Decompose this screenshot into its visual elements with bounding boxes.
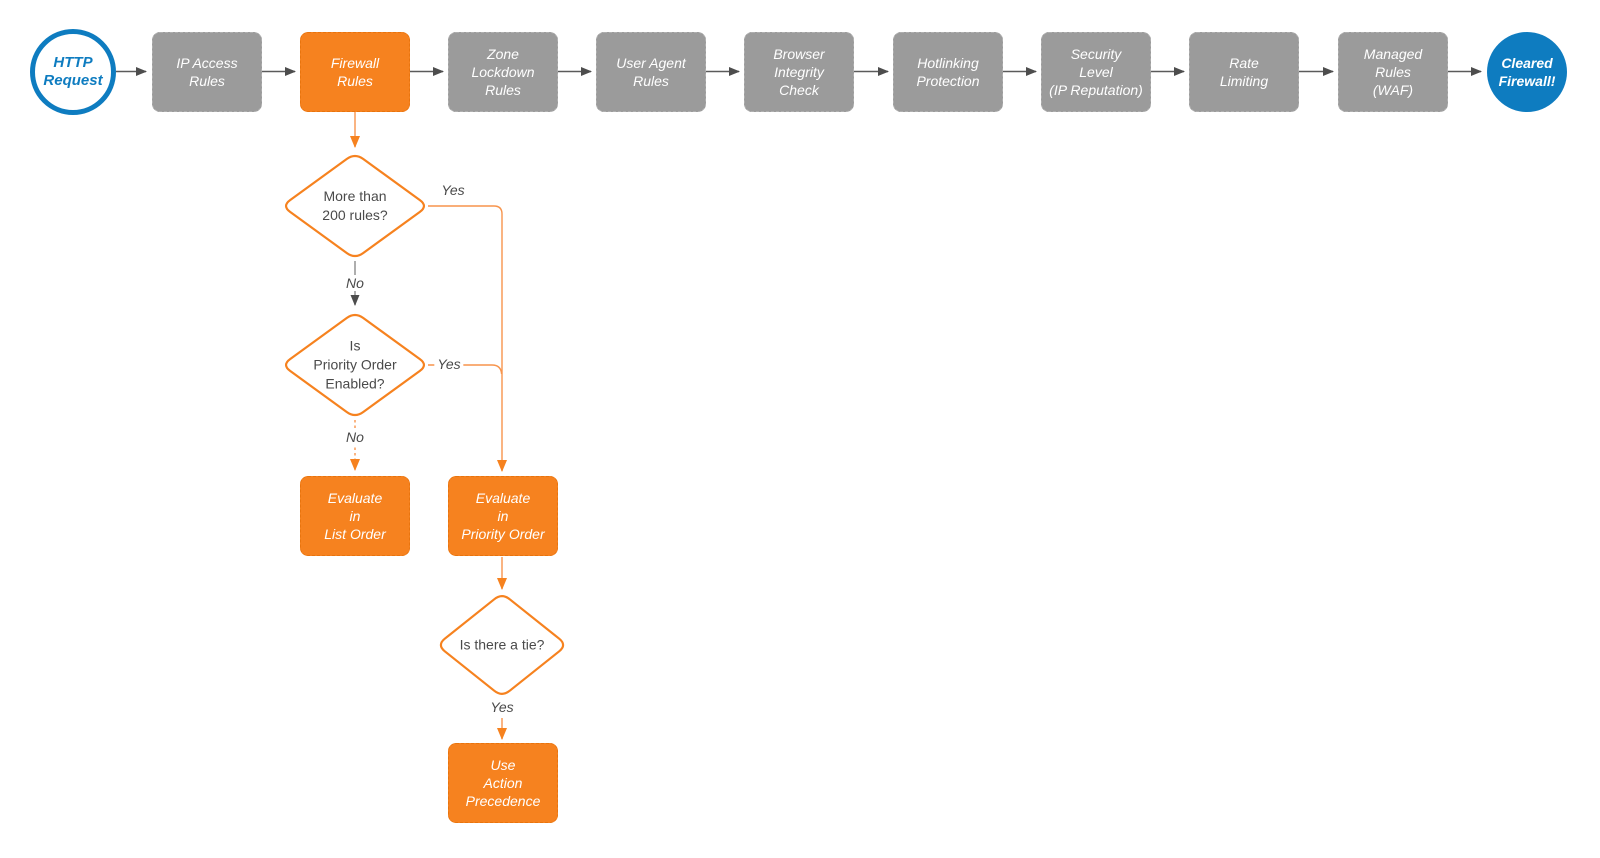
diamond-shape-priority-enabled xyxy=(284,313,426,417)
edge-label-yes-3: Yes xyxy=(487,699,517,715)
node-security-level: Security Level (IP Reputation) xyxy=(1041,32,1151,112)
node-rate-limiting-label: Rate Limiting xyxy=(1219,55,1269,89)
node-evaluate-in-priority-order: Evaluate in Priority Order xyxy=(448,476,558,556)
node-hotlinking-protection-label: Hotlinking Protection xyxy=(916,55,980,89)
decision-more-than-200-rules: More than 200 rules? xyxy=(322,188,388,223)
edge-label-yes-2: Yes xyxy=(434,356,464,372)
node-cleared-firewall-label: Cleared Firewall! xyxy=(1498,55,1556,89)
node-rate-limiting: Rate Limiting xyxy=(1189,32,1299,112)
node-browser-integrity-check: Browser Integrity Check xyxy=(744,32,854,112)
edge-label-no-1: No xyxy=(343,275,367,291)
diamond-shape-more-200-rules xyxy=(284,154,426,258)
node-firewall-rules-label: Firewall Rules xyxy=(330,55,380,89)
node-managed-rules-waf-label: Managed Rules (WAF) xyxy=(1363,46,1423,98)
node-user-agent-rules-label: User Agent Rules xyxy=(616,55,686,89)
edge-label-no-2: No xyxy=(343,429,367,445)
node-http-request-label: HTTP Request xyxy=(43,54,103,89)
decision-is-there-a-tie: Is there a tie? xyxy=(459,636,545,653)
node-browser-integrity-check-label: Browser Integrity Check xyxy=(773,46,825,98)
node-evaluate-in-list-order: Evaluate in List Order xyxy=(300,476,410,556)
node-cleared-firewall: Cleared Firewall! xyxy=(1487,32,1567,112)
node-hotlinking-protection: Hotlinking Protection xyxy=(893,32,1003,112)
decision-priority-order-enabled: Is Priority Order Enabled? xyxy=(313,337,397,392)
edge-decision2-yes xyxy=(428,364,503,375)
node-evaluate-in-priority-order-label: Evaluate in Priority Order xyxy=(461,490,545,542)
node-http-request: HTTP Request xyxy=(30,29,116,115)
node-firewall-rules: Firewall Rules xyxy=(300,32,410,112)
node-ip-access-rules: IP Access Rules xyxy=(152,32,262,112)
node-use-action-precedence: Use Action Precedence xyxy=(448,743,558,823)
node-managed-rules-waf: Managed Rules (WAF) xyxy=(1338,32,1448,112)
edge-decision1-yes xyxy=(428,205,507,472)
node-user-agent-rules: User Agent Rules xyxy=(596,32,706,112)
node-ip-access-rules-label: IP Access Rules xyxy=(176,55,238,89)
node-zone-lockdown-rules: Zone Lockdown Rules xyxy=(448,32,558,112)
diamond-shape-is-there-a-tie xyxy=(439,595,565,695)
node-security-level-label: Security Level (IP Reputation) xyxy=(1049,46,1143,98)
edge-label-yes-1: Yes xyxy=(441,182,465,198)
node-zone-lockdown-rules-label: Zone Lockdown Rules xyxy=(471,46,535,98)
node-use-action-precedence-label: Use Action Precedence xyxy=(465,757,541,809)
node-evaluate-in-list-order-label: Evaluate in List Order xyxy=(324,490,386,542)
